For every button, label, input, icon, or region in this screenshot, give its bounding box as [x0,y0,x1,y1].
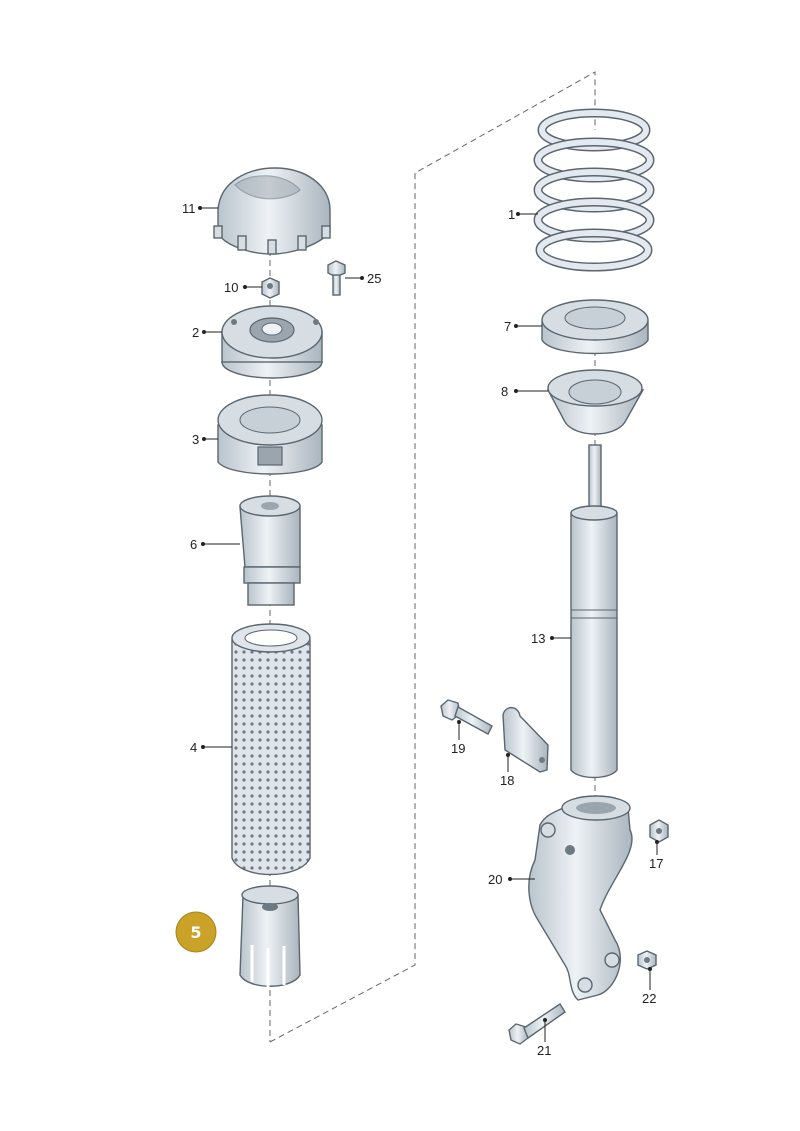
label-6: 6 [190,537,197,552]
part-2-strut-mount[interactable] [221,305,323,379]
label-10: 10 [224,280,238,295]
part-20-knuckle[interactable] [528,795,633,1001]
part-17-nut[interactable] [649,819,669,843]
label-3: 3 [192,432,199,447]
label-13: 13 [531,631,545,646]
part-18-bracket[interactable] [502,706,549,773]
label-21: 21 [537,1043,551,1058]
highlight-callout-5[interactable]: 5 [175,911,217,953]
part-1-coil-spring[interactable] [533,108,655,272]
label-8: 8 [501,384,508,399]
label-4: 4 [190,740,197,755]
part-3-spacer[interactable] [217,394,323,475]
part-5-buffer-cap[interactable] [239,885,301,988]
label-20: 20 [488,872,502,887]
part-8-lower-spring-seat[interactable] [546,369,645,435]
part-21-bolt[interactable] [508,1003,566,1045]
part-19-bolt[interactable] [440,699,493,735]
label-17: 17 [649,856,663,871]
label-7: 7 [504,319,511,334]
label-11: 11 [182,201,196,216]
part-labels: 11 10 25 2 3 6 4 1 7 8 13 19 18 20 17 22… [182,201,663,1058]
part-25-bolt[interactable] [327,260,346,296]
part-7-upper-spring-seat[interactable] [541,299,649,355]
part-22-nut[interactable] [637,950,657,970]
part-13-shock-absorber[interactable] [570,444,618,779]
leader-lines [198,206,659,1042]
label-19: 19 [451,741,465,756]
label-1: 1 [508,207,515,222]
label-2: 2 [192,325,199,340]
label-22: 22 [642,991,656,1006]
part-6-bump-stop[interactable] [239,495,301,606]
part-11-top-cap[interactable] [213,167,331,255]
part-10-nut[interactable] [261,277,280,299]
part-4-protective-sleeve[interactable] [231,623,311,876]
label-25: 25 [367,271,381,286]
callout-5-label: 5 [190,923,201,942]
label-18: 18 [500,773,514,788]
